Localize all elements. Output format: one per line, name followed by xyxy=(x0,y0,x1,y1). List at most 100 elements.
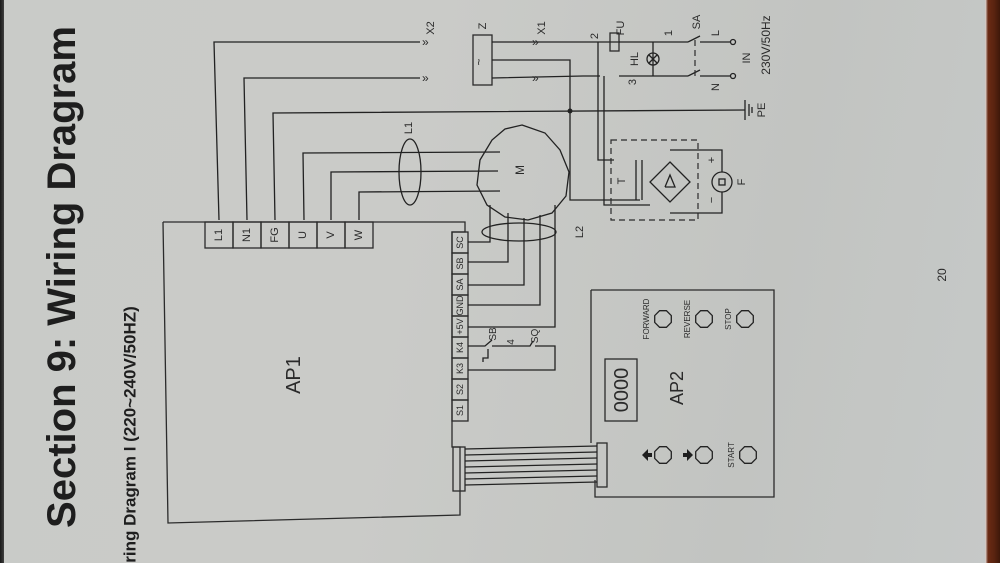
svg-text:SB: SB xyxy=(455,257,465,269)
ap1-label: AP1 xyxy=(283,356,305,394)
svg-text:SB: SB xyxy=(488,327,499,341)
desk-edge xyxy=(985,0,1000,563)
fan-power-supply: T + − F xyxy=(610,139,748,221)
forward-button[interactable]: FORWARD xyxy=(642,298,672,339)
terminal-k4: K4 xyxy=(451,336,469,359)
svg-text:Z: Z xyxy=(477,22,489,29)
ap2-panel: AP2 0000 xyxy=(590,289,775,498)
svg-text:L1: L1 xyxy=(403,122,415,134)
svg-text:+5V: +5V xyxy=(455,318,465,334)
svg-text:K4: K4 xyxy=(455,342,465,353)
terminal-w: W xyxy=(344,221,374,249)
section-title: Section 9: Wiring Dragram xyxy=(40,26,84,528)
ap2-display-value: 0000 xyxy=(611,368,633,413)
svg-text:START: START xyxy=(727,442,736,468)
connector-chevron: » xyxy=(422,35,429,49)
svg-text:~: ~ xyxy=(472,58,486,65)
ribbon-wire xyxy=(464,475,598,480)
ribbon-wire xyxy=(464,481,598,486)
terminal-n1: N1 xyxy=(232,221,262,249)
choke-l1: L1 xyxy=(398,122,422,206)
binding-edge xyxy=(0,0,6,563)
svg-text:W: W xyxy=(353,229,365,240)
terminal-l1: L1 xyxy=(204,221,234,249)
svg-text:STOP: STOP xyxy=(724,308,733,330)
input-section: 2 FU 1 HL 3 SA L N IN 230V/50Hz PE xyxy=(589,14,773,206)
svg-text:SA: SA xyxy=(455,278,465,290)
svg-text:3: 3 xyxy=(627,79,639,85)
power-terminal-block: L1 N1 FG U V W xyxy=(204,221,374,249)
ap2-buttons: FORWARD REVERSE STOP START xyxy=(642,298,757,468)
svg-text:L1: L1 xyxy=(213,229,225,241)
terminal-v: V xyxy=(316,221,346,249)
arrow-down-icon xyxy=(683,449,693,461)
terminal-sa: SA xyxy=(451,273,469,296)
svg-text:S2: S2 xyxy=(455,384,465,395)
diagram-subtitle: ring Dragram I (220~240V/50HZ) xyxy=(121,306,140,563)
ap1-board: AP1 xyxy=(162,221,466,524)
encoder-wires: L2 xyxy=(468,205,586,328)
terminal-fg: FG xyxy=(260,221,290,249)
ribbon-wire xyxy=(464,445,598,450)
svg-text:M: M xyxy=(513,165,527,175)
terminal-gnd: GND xyxy=(451,294,469,317)
svg-text:SA: SA xyxy=(691,14,703,29)
svg-text:L: L xyxy=(710,30,722,36)
svg-text:IN: IN xyxy=(741,52,753,63)
terminal-k3: K3 xyxy=(451,357,469,380)
ribbon-wire xyxy=(464,457,598,462)
limit-switches: SB 4 SQ xyxy=(468,327,556,371)
svg-text:N: N xyxy=(710,83,722,91)
svg-text:1: 1 xyxy=(663,30,675,36)
connector-chevron: » xyxy=(532,35,539,49)
svg-text:FORWARD: FORWARD xyxy=(642,298,651,339)
svg-text:REVERSE: REVERSE xyxy=(683,300,692,338)
ribbon-wire xyxy=(464,469,598,474)
svg-text:GND: GND xyxy=(455,295,465,316)
terminal-5v: +5V xyxy=(451,315,469,338)
svg-text:F: F xyxy=(736,178,748,185)
svg-text:T: T xyxy=(616,177,628,184)
svg-text:−: − xyxy=(706,197,718,203)
svg-text:SC: SC xyxy=(455,236,465,249)
svg-text:V: V xyxy=(325,231,337,239)
start-button[interactable]: START xyxy=(727,442,757,468)
svg-text:X1: X1 xyxy=(536,21,548,34)
arrow-down-button[interactable] xyxy=(683,446,713,464)
connector-chevron: » xyxy=(422,71,429,85)
power-wires xyxy=(213,41,746,221)
svg-text:N1: N1 xyxy=(241,228,253,242)
svg-text:HL: HL xyxy=(629,52,641,66)
ap2-label: AP2 xyxy=(667,371,687,405)
svg-text:+: + xyxy=(706,157,718,163)
svg-text:L2: L2 xyxy=(574,226,586,238)
ribbon-cable xyxy=(452,442,608,492)
page-number: 20 xyxy=(935,268,949,282)
stop-button[interactable]: STOP xyxy=(724,308,754,330)
svg-text:230V/50Hz: 230V/50Hz xyxy=(759,15,773,74)
manual-page xyxy=(4,0,1000,563)
ribbon-wire xyxy=(464,463,598,468)
terminal-sc: SC xyxy=(451,231,469,254)
emi-filter: ~ Z X2 X1 » » » » xyxy=(422,21,640,201)
svg-text:PE: PE xyxy=(756,103,768,118)
ap2-display xyxy=(604,358,638,422)
ribbon-wire xyxy=(464,451,598,456)
svg-text:U: U xyxy=(297,231,309,239)
svg-text:4: 4 xyxy=(506,339,517,345)
arrow-up-button[interactable] xyxy=(642,446,672,464)
svg-text:SQ: SQ xyxy=(530,329,541,344)
svg-text:S1: S1 xyxy=(455,405,465,416)
svg-text:K3: K3 xyxy=(455,363,465,374)
svg-text:X2: X2 xyxy=(425,21,437,34)
svg-text:FG: FG xyxy=(269,227,281,242)
terminal-s2: S2 xyxy=(451,378,469,401)
terminal-s1: S1 xyxy=(451,399,469,422)
connector-chevron: » xyxy=(532,71,539,85)
svg-text:FU: FU xyxy=(615,21,627,36)
reverse-button[interactable]: REVERSE xyxy=(683,300,713,338)
motor: M xyxy=(476,124,570,221)
arrow-up-icon xyxy=(642,449,652,461)
terminal-sb: SB xyxy=(451,252,469,275)
